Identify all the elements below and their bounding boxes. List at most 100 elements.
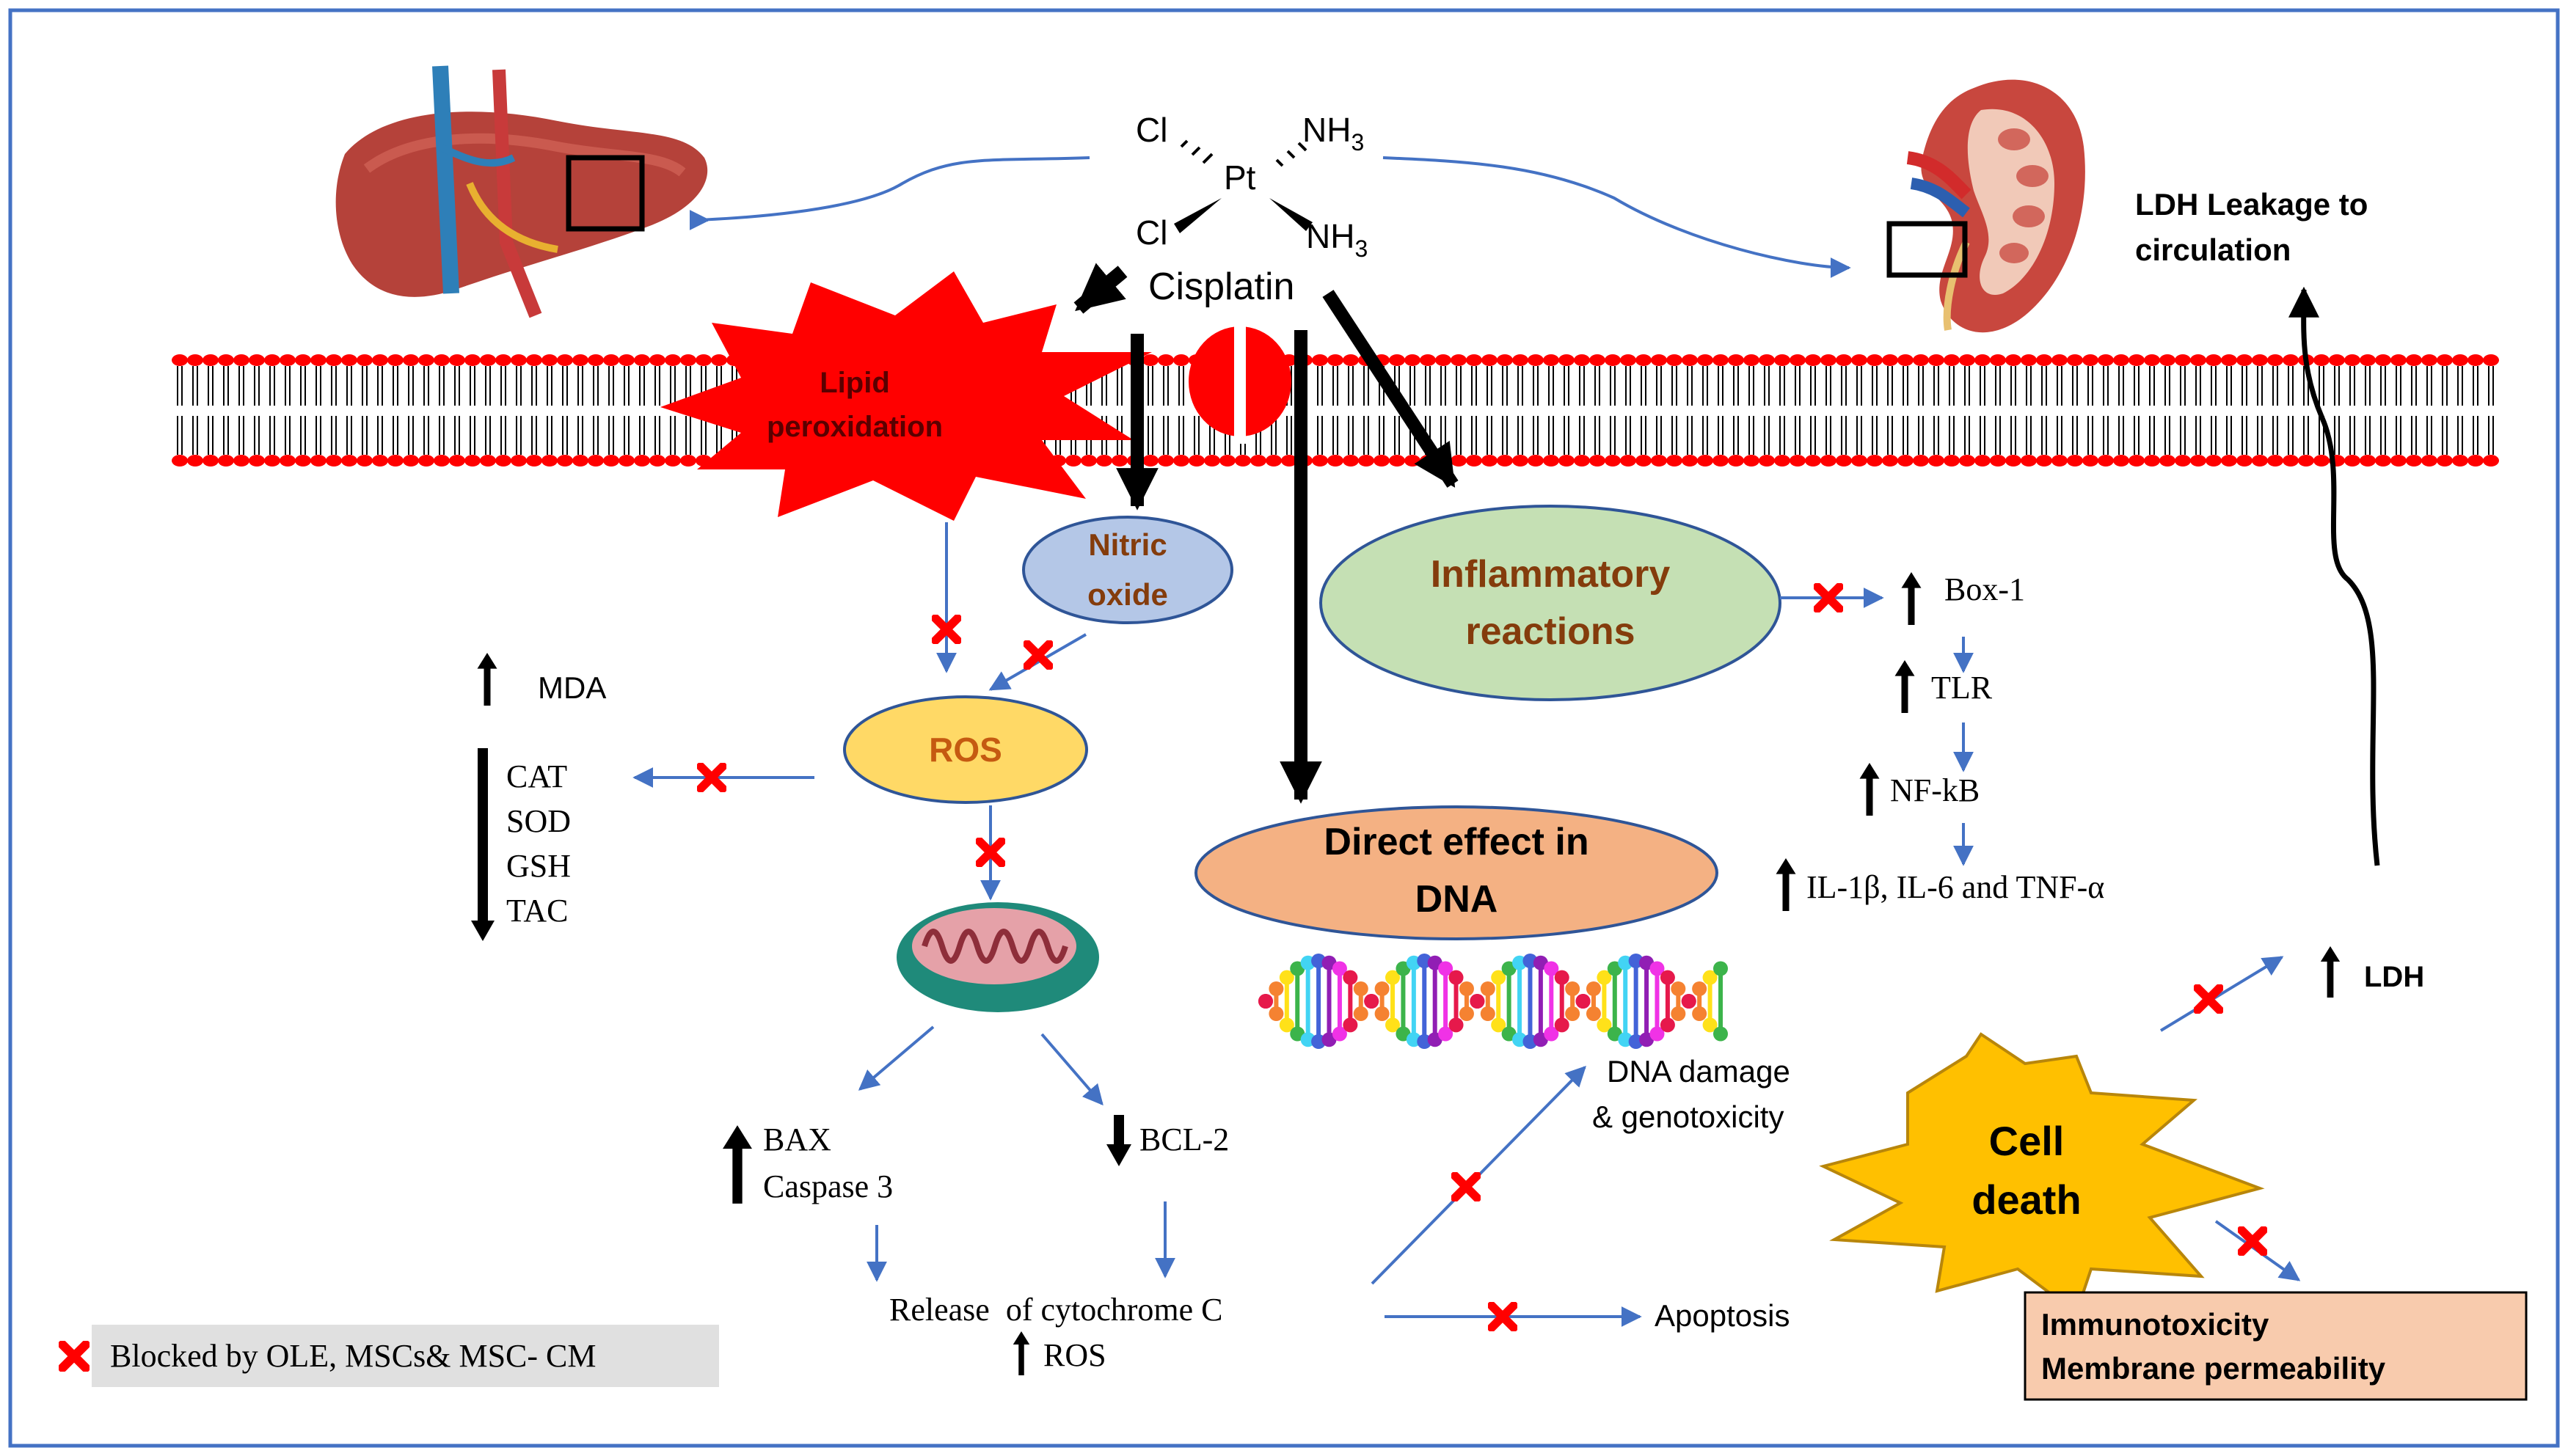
arrow-cell-to-ldh <box>2159 956 2284 1032</box>
inflam-label-line2: reactions <box>1465 610 1635 653</box>
phospholipid-head <box>634 354 650 366</box>
inflam-label-line1: Inflammatory <box>1431 553 1671 596</box>
dna-nucleotide <box>1649 1026 1665 1042</box>
phospholipid-head <box>1836 354 1852 366</box>
molecule-cl-bottom: Cl <box>1136 213 1167 252</box>
block-x-icon <box>62 1345 86 1368</box>
mda-label: MDA <box>538 670 606 705</box>
phospholipid-head <box>1081 455 1097 467</box>
phospholipid-head <box>1528 455 1544 467</box>
phospholipid-head <box>2283 455 2299 467</box>
nitric-oxide-node: Nitric oxide <box>1022 516 1233 624</box>
phospholipid-head <box>1651 354 1667 366</box>
cisplatin-molecule: Cl Cl Pt NH3 NH3 Cisplatin <box>1136 111 1368 308</box>
phospholipid-head <box>1697 455 1713 467</box>
cell-label-line1: Cell <box>1989 1118 2065 1164</box>
immunotoxicity-box: Immunotoxicity Membrane permeability <box>2024 1291 2528 1401</box>
phospholipid-head <box>1743 354 1759 366</box>
phospholipid-head <box>1512 354 1528 366</box>
phospholipid-head <box>2313 354 2330 366</box>
dna-nucleotide <box>1332 1026 1347 1042</box>
phospholipid-head <box>2452 354 2468 366</box>
phospholipid-head <box>2067 354 2083 366</box>
dna-nucleotide <box>1353 981 1368 997</box>
phospholipid-head <box>1158 455 1174 467</box>
phospholipid-head <box>1343 455 1359 467</box>
sod-label: SOD <box>506 803 571 839</box>
phospholipid-head <box>1944 354 1960 366</box>
phospholipid-head <box>1790 455 1806 467</box>
phospholipid-head <box>1944 455 1960 467</box>
nfkb-up-arrow-icon <box>1859 763 1880 816</box>
phospholipid-head <box>1250 455 1266 467</box>
phospholipid-head <box>1620 455 1636 467</box>
phospholipid-head <box>1451 354 1467 366</box>
phospholipid-head <box>619 455 635 467</box>
phospholipid-head <box>264 354 280 366</box>
phospholipid-head <box>218 455 234 467</box>
phospholipid-head <box>1574 455 1590 467</box>
phospholipid-head <box>1605 455 1621 467</box>
phospholipid-head <box>1836 455 1852 467</box>
phospholipid-head <box>1851 455 1867 467</box>
phospholipid-head <box>1882 354 1898 366</box>
dna-nucleotide <box>1269 1006 1284 1021</box>
dna-nucleotide <box>1692 981 1707 997</box>
phospholipid-head <box>1974 354 1991 366</box>
dna-nucleotide <box>1343 970 1358 985</box>
dna-nucleotide <box>1544 961 1559 976</box>
phospholipid-head <box>696 354 712 366</box>
phospholipid-head <box>1728 354 1744 366</box>
phospholipid-head <box>403 455 419 467</box>
cell-death-burst: Cell death <box>1819 1032 2265 1316</box>
tlr-label: TLR <box>1931 670 1993 706</box>
phospholipid-head <box>1682 455 1698 467</box>
dna-nucleotide <box>1702 970 1718 985</box>
phospholipid-head <box>1990 455 2006 467</box>
dna-nucleotide <box>1660 970 1675 985</box>
phospholipid-head <box>526 354 542 366</box>
phospholipid-head <box>1712 455 1729 467</box>
phospholipid-head <box>1558 455 1575 467</box>
phospholipid-head <box>2267 354 2283 366</box>
phospholipid-head <box>2329 354 2345 366</box>
dna-nucleotide <box>1258 994 1273 1009</box>
phospholipid-head <box>187 455 203 467</box>
phospholipid-head <box>2021 354 2037 366</box>
ros-small-label: ROS <box>1043 1337 1106 1373</box>
phospholipid-head <box>1096 455 1112 467</box>
phospholipid-head <box>1743 455 1759 467</box>
dna-nucleotide <box>1353 1006 1368 1021</box>
dna-nucleotide <box>1597 1017 1612 1033</box>
molecule-pt: Pt <box>1224 158 1256 197</box>
phospholipid-head <box>2082 354 2098 366</box>
phospholipid-head <box>1404 455 1420 467</box>
phospholipid-head <box>1790 354 1806 366</box>
phospholipid-head <box>2298 455 2314 467</box>
phospholipid-head <box>1697 354 1713 366</box>
phospholipid-head <box>2206 455 2222 467</box>
dna-damage-label-line2: & genotoxicity <box>1592 1100 1784 1134</box>
mda-up-arrow-icon <box>477 653 497 706</box>
phospholipid-head <box>2129 455 2145 467</box>
block-x-icon <box>2197 988 2219 1010</box>
bcl2-label: BCL-2 <box>1139 1122 1229 1157</box>
dna-nucleotide <box>1565 1006 1580 1021</box>
dna-nucleotide <box>1702 1017 1718 1033</box>
phospholipid-head <box>1189 455 1205 467</box>
phospholipid-head <box>2113 455 2129 467</box>
phospholipid-head <box>2344 354 2360 366</box>
dna-nucleotide <box>1279 1017 1294 1033</box>
dna-nucleotide <box>1649 961 1665 976</box>
phospholipid-head <box>1574 354 1590 366</box>
phospholipid-head <box>2190 354 2206 366</box>
phospholipid-head <box>2390 455 2407 467</box>
ldh-up-arrow-icon <box>2320 946 2341 998</box>
phospholipid-head <box>172 354 188 366</box>
phospholipid-head <box>1312 354 1328 366</box>
dna-nucleotide <box>1713 961 1728 976</box>
phospholipid-head <box>1512 455 1528 467</box>
phospholipid-head <box>1851 354 1867 366</box>
arrow-mito-to-bax <box>858 1025 935 1091</box>
phospholipid-head <box>2021 455 2037 467</box>
